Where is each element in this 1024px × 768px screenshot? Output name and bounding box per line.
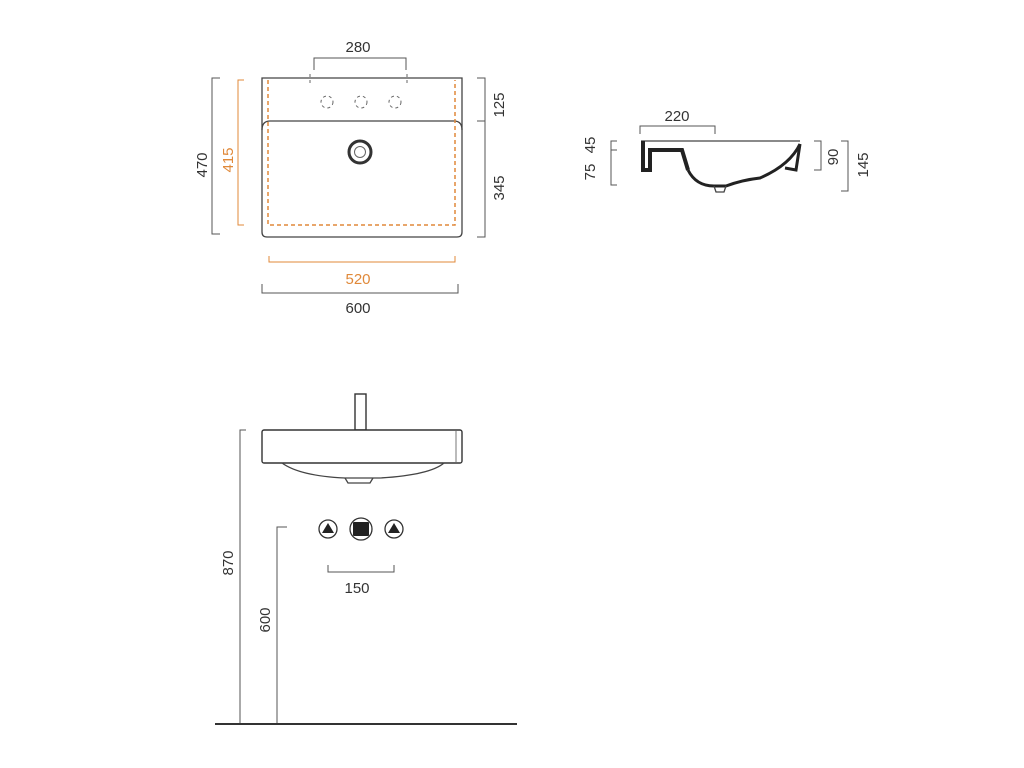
faucet [354, 393, 367, 431]
dim-label-145: 145 [855, 152, 872, 177]
dim-line-415 [237, 79, 244, 226]
top-view: 280 470 415 125 345 520 600 [194, 39, 508, 317]
dim-label-280: 280 [345, 39, 370, 56]
dim-line-145 [841, 140, 849, 192]
dim-line-345 [477, 120, 486, 238]
dim-label-150: 150 [344, 580, 369, 597]
outlet-center-square [353, 522, 369, 536]
tap-hole-center [354, 95, 368, 109]
dim-line-125 [477, 77, 486, 122]
dim-label-470: 470 [194, 152, 211, 177]
dim-label-600: 600 [345, 300, 370, 317]
dim-line-75 [610, 140, 617, 186]
basin-drain-under [344, 477, 374, 484]
dim-label-600-height: 600 [257, 607, 274, 632]
dim-label-75: 75 [582, 164, 599, 181]
dim-line-150 [327, 565, 395, 573]
drain-outer [347, 139, 373, 165]
basin-outline-top [261, 77, 463, 238]
dim-label-870: 870 [220, 550, 237, 575]
basin-front [261, 429, 463, 464]
dim-line-220 [639, 125, 716, 134]
section-back-wall [641, 141, 690, 172]
dim-line-600-height [276, 526, 287, 724]
drain-inner [354, 146, 366, 158]
elevation-view: 150 870 600 [215, 393, 517, 725]
dim-line-45 [610, 140, 617, 151]
dim-label-345: 345 [491, 175, 508, 200]
inner-dashed-outline [267, 80, 456, 226]
dim-line-520 [268, 256, 456, 263]
dim-line-870 [239, 429, 246, 724]
dim-label-45: 45 [582, 137, 599, 154]
dim-label-90: 90 [825, 149, 842, 166]
dim-label-520: 520 [345, 271, 370, 288]
basin-underside [281, 462, 445, 479]
dim-line-470 [211, 77, 220, 235]
section-drain [713, 185, 727, 193]
section-front-wall [784, 143, 802, 172]
outlet-right-triangle [388, 523, 400, 533]
bowl-edge-top [261, 120, 463, 131]
dim-line-600 [261, 284, 459, 294]
tap-hole-right [388, 95, 402, 109]
outlet-left-triangle [322, 523, 334, 533]
dim-label-220: 220 [664, 108, 689, 125]
dim-label-415: 415 [220, 147, 237, 172]
tap-hole-left [320, 95, 334, 109]
dim-label-125: 125 [491, 92, 508, 117]
dim-line-90 [814, 140, 822, 171]
dim-line-280 [313, 57, 407, 70]
section-view: 220 45 75 90 145 [582, 108, 872, 193]
section-bowl-curve [686, 143, 802, 188]
